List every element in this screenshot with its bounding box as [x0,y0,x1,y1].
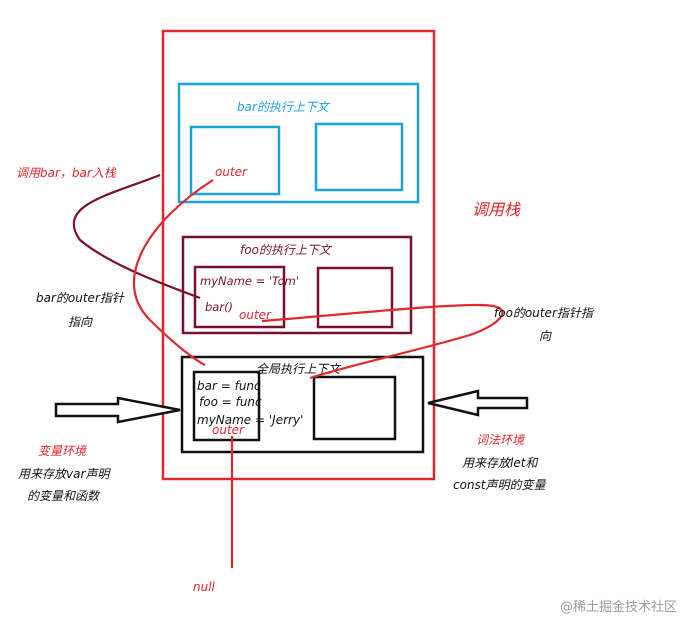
bar-outer-label: outer [215,165,248,179]
bar-context-title: bar的执行上下文 [237,100,331,114]
lexical-env-arrow [427,389,529,417]
lexical-env-line2: const声明的变量 [453,478,547,492]
variable-env-line1: 用来存放var声明 [18,467,111,481]
call-stack-label: 调用栈 [472,200,521,219]
bar-outer-annotation-line1: bar的outer指针 [36,291,125,305]
variable-env-title: 变量环境 [38,444,88,458]
foo-context-box [181,235,413,335]
global-var-bar: bar = func [197,379,261,393]
global-context-title: 全局执行上下文 [256,362,342,376]
foo-var-bar-call: bar() [205,300,233,314]
bar-outer-pointer-curve [132,179,214,366]
lexical-env-title: 词法环境 [476,433,526,447]
lexical-env-line1: 用来存放let和 [462,456,539,470]
global-variable-env-box [192,370,261,442]
call-stack-box [161,29,436,481]
global-outer-label: outer [212,423,245,437]
bar-push-curve [72,173,201,300]
foo-var-myname: myName = 'Tom' [200,274,299,288]
foo-outer-label: outer [239,308,272,322]
foo-outer-pointer-curve [261,303,504,380]
bar-variable-env-box [189,125,281,196]
variable-env-arrow [54,396,181,424]
global-context-box [180,355,425,454]
global-lexical-env-box [312,375,397,441]
foo-context-title: foo的执行上下文 [240,243,333,257]
foo-lexical-env-box [316,266,394,329]
global-var-myname: myName = 'Jerry' [197,413,303,427]
foo-outer-annotation-line2: 向 [539,329,552,343]
variable-env-line2: 的变量和函数 [27,489,101,503]
global-var-foo: foo = func [199,395,262,409]
watermark: @稀土掘金技术社区 [560,599,677,615]
bar-context-box [177,82,420,204]
foo-outer-annotation-line1: foo的outer指针指 [494,306,595,320]
null-label: null [193,580,216,594]
bar-push-annotation: 调用bar，bar入栈 [16,166,117,180]
bar-lexical-env-box [314,122,404,192]
bar-outer-annotation-line2: 指向 [68,315,93,329]
